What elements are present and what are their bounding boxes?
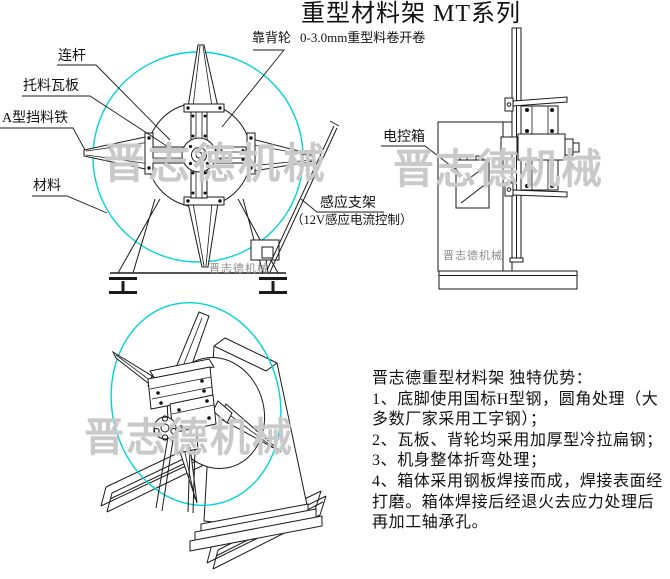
- advantages-heading: 晋志德重型材料架 独特优势：: [372, 370, 593, 387]
- h-beam-feet: [109, 277, 287, 294]
- a-type-stop-leader: [0, 127, 86, 151]
- arm-flanges: [144, 103, 256, 206]
- material-leader: [32, 195, 108, 214]
- capacity-spec-label: 0-3.0mm重型料卷开卷: [300, 30, 426, 45]
- watermark-iso: 晋志德机械: [84, 415, 294, 460]
- connecting-rod-leader: [57, 64, 171, 141]
- stand-legs: [117, 198, 279, 274]
- sensor-rod: [266, 120, 340, 273]
- watermark-side: 晋志德机械: [393, 146, 603, 192]
- advantages-line: 2、瓦板、背轮均采用加厚型冷拉扁钢；: [372, 431, 663, 449]
- backing-wheel-leader: [221, 49, 285, 128]
- advantages-line: 打磨。箱体焊接后经退火去应力处理后: [372, 493, 655, 511]
- brand-mark-front: 晋志德机械: [209, 263, 269, 275]
- advantages-line: 多数厂家采用工字钢）；: [372, 411, 547, 429]
- shaft-block: [517, 133, 566, 161]
- iso-view-drawing: [100, 302, 327, 570]
- iso-rail-left: [100, 435, 220, 513]
- callout-support-plate: 托料瓦板: [23, 79, 79, 94]
- sensor-bracket-leader: [300, 198, 384, 213]
- watermark-front: 晋志德机械: [103, 142, 329, 188]
- sensor-box: [250, 239, 280, 261]
- front-callout-leaders: [0, 49, 384, 214]
- callout-material: 材料: [33, 179, 61, 194]
- spider-hub: [181, 137, 217, 173]
- iso-hub-cluster: [147, 358, 217, 454]
- bolt-dots: [147, 106, 253, 203]
- front-view-drawing: [0, 44, 384, 294]
- electric-control-box: [455, 155, 490, 209]
- control-box-leader: [381, 145, 460, 173]
- advantages-line: 3、机身整体折弯处理；: [372, 452, 547, 470]
- advantages-line: 1、底脚使用国标H型钢，圆角处理（大: [372, 390, 659, 408]
- top-cone: [187, 44, 219, 108]
- backing-wheel-label: 靠背轮: [252, 30, 292, 45]
- support-plate-leader: [22, 95, 177, 153]
- iso-plinth: [189, 503, 323, 552]
- sensor-box-inner: [261, 246, 274, 259]
- callout-connecting-rod: 连杆: [58, 49, 86, 64]
- side-view-drawing: [381, 27, 580, 290]
- advantages-block: 晋志德重型材料架 独特优势： 1、底脚使用国标H型钢，圆角处理（大 多数厂家采用…: [372, 369, 670, 534]
- callout-electric-control-box: 电控箱: [383, 130, 425, 145]
- callout-sensor-bracket: 感应支架: [320, 196, 376, 211]
- side-bolt-dots: [525, 108, 554, 188]
- iso-coil-outline: [110, 302, 282, 506]
- callout-a-type-stop: A型挡料铁: [2, 111, 69, 126]
- iso-legs: [155, 436, 196, 514]
- bottom-cone: [187, 202, 219, 268]
- machine-base: [438, 270, 578, 290]
- page-title: 重型材料架 MT系列: [301, 1, 521, 27]
- advantages-line: 再加工轴承孔。: [372, 514, 489, 532]
- advantages-line: 4、箱体采用钢板焊接而成，焊接表面经: [372, 472, 663, 490]
- brand-mark-side: 晋志德机械: [443, 250, 503, 262]
- callout-sensor-note: （12V感应电流控制）: [291, 213, 413, 227]
- sensor-box-stem: [265, 259, 269, 274]
